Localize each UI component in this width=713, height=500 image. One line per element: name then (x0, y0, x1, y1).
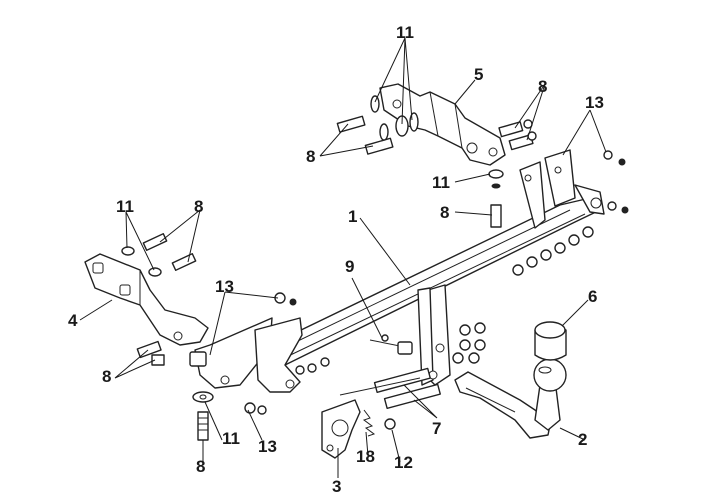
callout-13-bottom: 13 (258, 437, 277, 456)
callout-18: 18 (356, 447, 375, 466)
callout-labels: 1 2 3 4 5 6 7 8 8 8 8 8 8 9 11 11 11 11 … (68, 23, 604, 496)
callout-4: 4 (68, 311, 78, 330)
center-bracket (417, 284, 451, 386)
nut-cluster-right (452, 226, 594, 364)
washer-part-12 (384, 418, 396, 430)
leader-lines (79, 37, 607, 478)
pin-part-9 (369, 334, 413, 355)
fasteners-left-13 (244, 292, 330, 415)
callout-8-top-left: 8 (306, 147, 315, 166)
callout-1: 1 (348, 207, 357, 226)
callout-8-bottom: 8 (196, 457, 205, 476)
right-mounting-brackets (519, 149, 576, 229)
callout-11-bottom: 11 (222, 429, 240, 448)
callout-8-center: 8 (440, 203, 449, 222)
callout-6: 6 (588, 287, 597, 306)
bracket-part-4 (84, 253, 209, 346)
spring-part-18 (362, 409, 376, 437)
callout-8-left: 8 (194, 197, 203, 216)
ball-cap-part-6 (534, 321, 567, 361)
fasteners-right-13 (603, 150, 629, 214)
callout-8-bottom-left: 8 (102, 367, 111, 386)
left-end-plate (189, 317, 303, 393)
callout-8-top-right: 8 (538, 77, 547, 96)
bolt-8-lower-left (192, 391, 214, 441)
callout-11-left: 11 (116, 197, 134, 216)
callout-3: 3 (332, 477, 341, 496)
callout-9: 9 (345, 257, 354, 276)
callout-13-left: 13 (215, 277, 234, 296)
bolt-8-center (488, 169, 504, 228)
socket-plate-part-3 (321, 399, 361, 459)
callout-11-center: 11 (432, 173, 450, 192)
callout-13-right: 13 (585, 93, 604, 112)
callout-11-top: 11 (396, 23, 414, 42)
callout-2: 2 (578, 430, 587, 449)
callout-5: 5 (474, 65, 483, 84)
tow-ball-part-2 (454, 358, 567, 439)
callout-12: 12 (394, 453, 413, 472)
callout-7: 7 (432, 419, 441, 438)
